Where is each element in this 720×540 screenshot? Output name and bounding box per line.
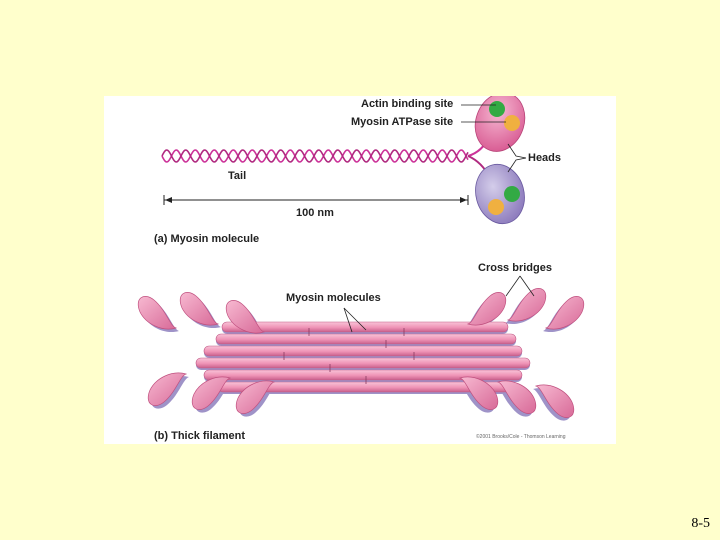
leader-cross-bridges-2 (519, 275, 535, 297)
cross-bridge-head (534, 384, 575, 418)
cross-bridge-head (235, 380, 276, 414)
myosin-tail (161, 149, 469, 163)
leader-heads-upper (507, 143, 527, 159)
cross-bridge-head (137, 296, 178, 330)
leader-cross-bridges-1 (505, 275, 521, 297)
label-actin-binding-site: Actin binding site (361, 98, 454, 110)
cross-bridge-head (147, 372, 188, 406)
cross-bridge-head (225, 300, 266, 334)
label-scale: 100 nm (296, 207, 334, 219)
myosin-molecule (161, 96, 527, 225)
cross-bridge-head (458, 376, 499, 410)
thick-filament (137, 275, 585, 421)
actin-binding-site (489, 101, 505, 117)
label-tail: Tail (228, 170, 247, 182)
filament-rod (203, 345, 523, 357)
filament-rod (215, 333, 517, 345)
slide-number: 8-5 (691, 516, 710, 531)
filament-rod (203, 369, 523, 381)
cross-bridge-head (544, 296, 585, 330)
cross-bridge-head (191, 376, 232, 410)
leader-heads-lower (507, 157, 527, 173)
leader-myosin-molecules-2 (343, 307, 353, 333)
cross-bridge-head (179, 292, 220, 326)
myosin-diagram (137, 96, 585, 421)
atpase-site (504, 115, 520, 131)
copyright-notice: ©2001 Brooks/Cole - Thomson Learning (476, 434, 566, 440)
caption-part-b: (b) Thick filament (154, 430, 246, 442)
figure-panel: Actin binding site Myosin ATPase site He… (104, 96, 616, 444)
filament-rod (221, 321, 509, 333)
label-myosin-molecules: Myosin molecules (286, 292, 381, 304)
label-heads: Heads (528, 152, 562, 164)
actin-binding-site-lower (504, 186, 520, 202)
label-cross-bridges: Cross bridges (478, 262, 552, 274)
leader-myosin-molecules-1 (343, 307, 367, 331)
label-myosin-atpase-site: Myosin ATPase site (351, 116, 454, 128)
atpase-site-lower (488, 199, 504, 215)
cross-bridge-head (506, 288, 547, 322)
cross-bridge-head (496, 380, 537, 414)
cross-bridge-head (466, 292, 507, 326)
scale-bar (163, 195, 469, 205)
filament-rod (195, 357, 531, 369)
myosin-head-lower (475, 163, 525, 225)
caption-part-a: (a) Myosin molecule (154, 233, 260, 245)
